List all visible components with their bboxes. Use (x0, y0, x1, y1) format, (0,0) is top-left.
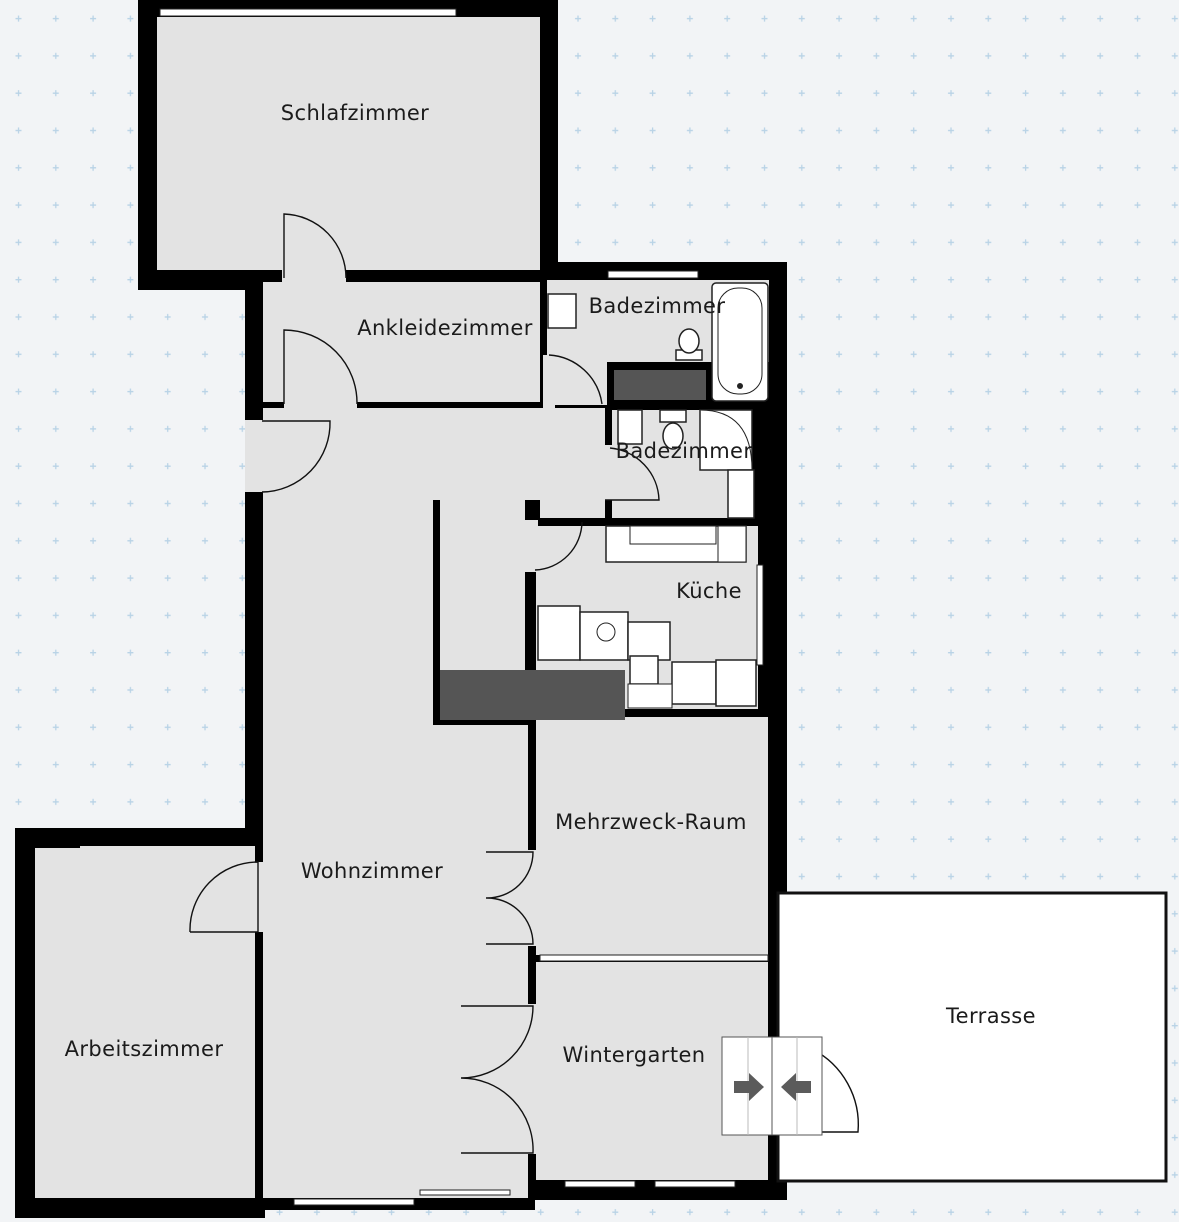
room-label-wohnzimmer: Wohnzimmer (301, 859, 443, 883)
room-label-terrasse: Terrasse (945, 1004, 1036, 1028)
room-label-mehrzweck-raum: Mehrzweck-Raum (555, 810, 747, 834)
doors (189, 213, 860, 1154)
room-label-kueche: Küche (676, 579, 742, 603)
kitchen-fixtures (537, 525, 757, 709)
room-labels: Schlafzimmer Ankleidezimmer Badezimmer B… (65, 101, 1036, 1067)
arrow-right-icon (734, 1073, 764, 1101)
windows (159, 8, 769, 1206)
arrow-left-icon (781, 1073, 811, 1101)
shafts (440, 370, 706, 720)
stairs (721, 1036, 823, 1136)
room-label-arbeitszimmer: Arbeitszimmer (65, 1037, 224, 1061)
room-label-schlafzimmer: Schlafzimmer (281, 101, 429, 125)
room-label-wintergarten: Wintergarten (563, 1043, 706, 1067)
bathroom-fixtures (547, 282, 769, 519)
room-label-ankleidezimmer: Ankleidezimmer (357, 316, 533, 340)
room-label-badezimmer-1: Badezimmer (589, 294, 726, 318)
terrace-area (776, 891, 1168, 1183)
room-label-badezimmer-2: Badezimmer (616, 439, 753, 463)
